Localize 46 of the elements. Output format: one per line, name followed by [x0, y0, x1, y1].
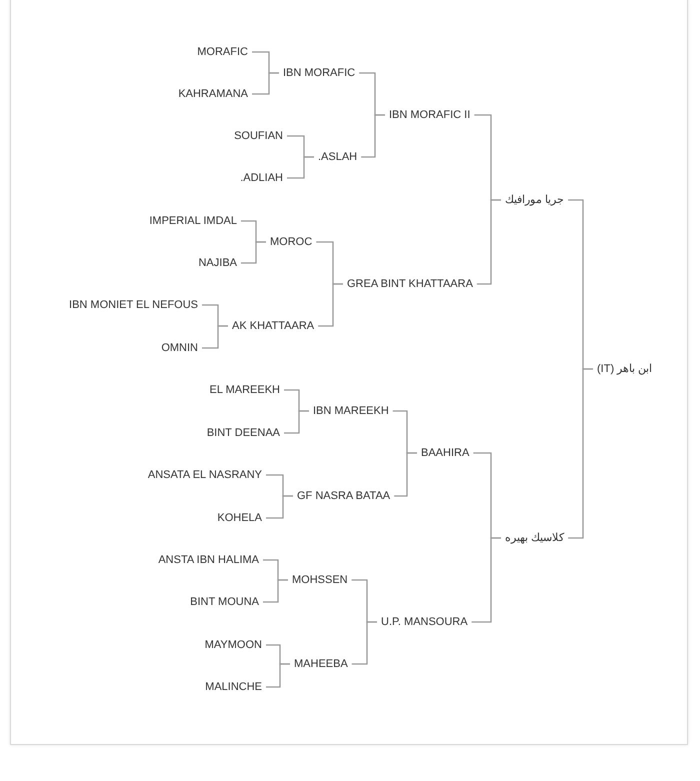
- pedigree-name: OMNIN: [161, 341, 198, 355]
- bracket-line: [287, 156, 314, 179]
- bracket-line: [263, 579, 288, 603]
- pedigree-name: GF NASRA BATAA: [297, 489, 390, 503]
- bracket-line: [266, 495, 293, 519]
- pedigree-name: BINT MOUNA: [190, 595, 259, 609]
- pedigree-name: .ASLAH: [318, 150, 358, 164]
- pedigree-name: BAAHIRA: [421, 446, 470, 460]
- bracket-line: [318, 283, 343, 327]
- pedigree-name: AK KHATTAARA: [232, 319, 314, 333]
- bracket-line: [568, 368, 593, 539]
- pedigree-name: جريا مورافيك: [505, 193, 564, 207]
- bracket-line: [394, 452, 417, 497]
- bracket-line: [352, 621, 377, 665]
- pedigree-name: EL MAREEKH: [209, 383, 280, 397]
- pedigree-name: MAYMOON: [204, 638, 262, 652]
- pedigree-name: MORAFIC: [197, 45, 248, 59]
- pedigree-name: KOHELA: [217, 511, 262, 525]
- pedigree-name: BINT DEENAA: [206, 426, 280, 440]
- pedigree-name: MAHEEBA: [294, 657, 348, 671]
- pedigree-name: IBN MORAFIC: [283, 66, 356, 80]
- bracket-line: [476, 199, 501, 285]
- pedigree-name: كلاسيك بهيره: [505, 531, 564, 545]
- pedigree-name: ابن باهر (IT): [597, 362, 652, 376]
- pedigree-name: MALINCHE: [205, 680, 262, 694]
- pedigree-name: MOROC: [270, 235, 312, 249]
- pedigree-name: IMPERIAL IMDAL: [149, 214, 237, 228]
- pedigree-name: .ADLIAH: [240, 171, 283, 185]
- bracket-line: [361, 114, 385, 158]
- bracket-line: [284, 410, 309, 434]
- pedigree-name: KAHRAMANA: [178, 87, 248, 101]
- pedigree-name: ANSTA IBN HALIMA: [158, 553, 259, 567]
- bracket-line: [202, 325, 228, 349]
- bracket-line: [266, 663, 290, 688]
- pedigree-name: IBN MAREEKH: [313, 404, 389, 418]
- bracket-line: [252, 72, 279, 95]
- pedigree-name: MOHSSEN: [292, 573, 348, 587]
- pedigree-name: U.P. MANSOURA: [381, 615, 468, 629]
- pedigree-name: ANSATA EL NASRANY: [148, 468, 262, 482]
- bracket-line: [472, 537, 501, 623]
- pedigree-name: SOUFIAN: [234, 129, 283, 143]
- pedigree-name: IBN MORAFIC II: [389, 108, 470, 122]
- bracket-line: [241, 241, 266, 264]
- pedigree-name: IBN MONIET EL NEFOUS: [69, 298, 198, 312]
- pedigree-name: GREA BINT KHATTAARA: [347, 277, 473, 291]
- pedigree-name: NAJIBA: [198, 256, 237, 270]
